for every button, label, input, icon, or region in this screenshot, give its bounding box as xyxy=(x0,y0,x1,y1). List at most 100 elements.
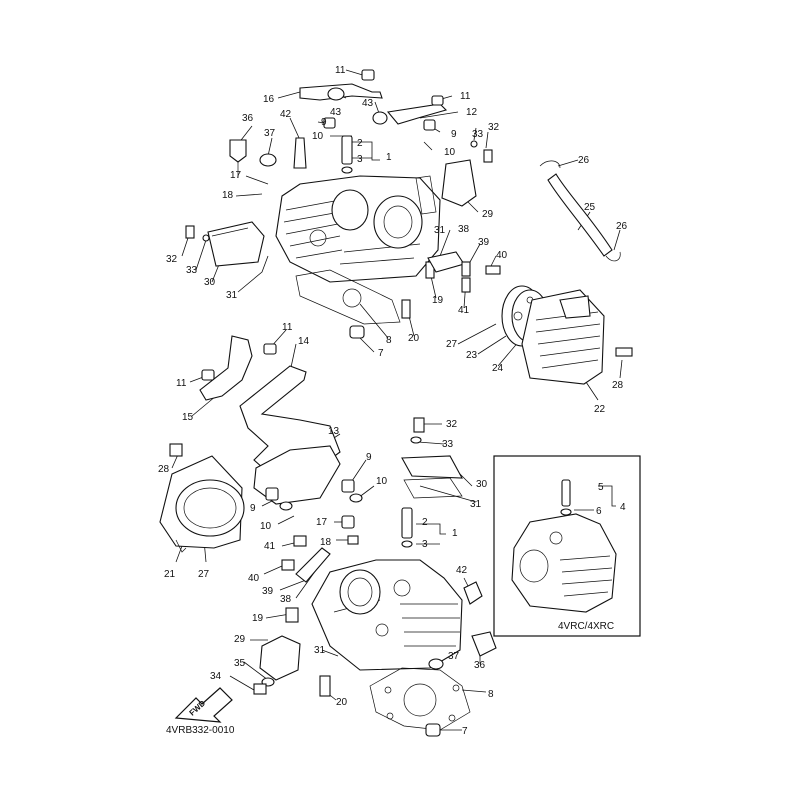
callout-5: 5 xyxy=(598,482,604,493)
cylinder-head-lower xyxy=(311,559,463,671)
gasket-31-lower xyxy=(403,477,463,499)
stud-20-lower xyxy=(319,675,331,697)
callout-11c: 11 xyxy=(282,322,293,333)
callout-38b: 38 xyxy=(280,594,292,605)
bolt-41-upper xyxy=(461,277,471,293)
nut-17-lower xyxy=(341,515,355,529)
callout-37b: 37 xyxy=(448,651,460,662)
nut-11-right xyxy=(431,95,444,106)
callout-21: 21 xyxy=(164,569,176,580)
callout-40a: 40 xyxy=(496,250,508,261)
washer-10-lower-a xyxy=(349,493,363,503)
callout-28b: 28 xyxy=(158,464,170,475)
callout-4: 4 xyxy=(620,502,626,513)
stud-20-upper xyxy=(401,299,411,319)
grommet-43-a xyxy=(327,87,345,101)
callout-20a: 20 xyxy=(408,333,420,344)
valve-guide-2-lower xyxy=(401,507,413,539)
callout-3b: 3 xyxy=(422,539,428,550)
callout-43a: 43 xyxy=(330,107,342,118)
callout-26b: 26 xyxy=(616,221,628,232)
callout-30a: 30 xyxy=(204,277,216,288)
callout-31c: 31 xyxy=(470,499,482,510)
bolt-39-upper xyxy=(461,261,471,277)
callout-9d: 9 xyxy=(250,503,256,514)
callout-7b: 7 xyxy=(462,726,468,737)
dowel-7-upper xyxy=(349,325,365,339)
callout-32c: 32 xyxy=(446,419,458,430)
washer-33-upper-left xyxy=(202,234,210,242)
inset-cylinder-head xyxy=(511,513,617,613)
callout-17b: 17 xyxy=(316,517,328,528)
callout-12: 12 xyxy=(466,107,478,118)
spark-plug-42-upper xyxy=(293,137,307,169)
callout-19a: 19 xyxy=(432,295,444,306)
bolt-40-lower xyxy=(281,559,295,571)
valve-guide-2-upper xyxy=(341,135,353,165)
callout-19b: 19 xyxy=(252,613,264,624)
bolt-36-upper xyxy=(229,139,247,163)
nut-11-lower-b xyxy=(201,369,215,381)
nut-9-b xyxy=(423,119,436,131)
callout-10d: 10 xyxy=(260,521,272,532)
callout-10a: 10 xyxy=(312,131,324,142)
inset-4vrc-4xrc xyxy=(493,455,641,637)
upper-cylinder-head-assembly xyxy=(185,69,633,385)
callout-14: 14 xyxy=(298,336,310,347)
callout-38a: 38 xyxy=(458,224,470,235)
inset-valve-guide-5 xyxy=(561,479,571,507)
callout-7a: 7 xyxy=(378,348,384,359)
bolt-36-lower xyxy=(471,631,497,657)
callout-27a: 27 xyxy=(446,339,458,350)
spark-plug-42-lower xyxy=(463,581,483,605)
dowel-7-lower xyxy=(425,723,441,737)
callout-22: 22 xyxy=(594,404,606,415)
nut-9-lower-a xyxy=(341,479,355,493)
washer-18-lower xyxy=(347,535,359,545)
cover-29-lower xyxy=(259,635,301,681)
callout-2a: 2 xyxy=(357,138,363,149)
callout-30b: 30 xyxy=(476,479,488,490)
clip-26-bottom xyxy=(605,251,621,262)
callout-41a: 41 xyxy=(458,305,470,316)
nut-11-lower-a xyxy=(263,343,277,355)
callout-17a: 17 xyxy=(230,170,242,181)
bolt-32-upper-right xyxy=(483,149,493,163)
callout-43b: 43 xyxy=(362,98,374,109)
callout-33a: 33 xyxy=(472,129,484,140)
gasket-27-lower xyxy=(175,479,245,537)
grommet-43-b xyxy=(372,111,388,125)
callout-27b: 27 xyxy=(198,569,210,580)
callout-39a: 39 xyxy=(478,237,490,248)
bracket-15 xyxy=(199,335,253,401)
callout-3a: 3 xyxy=(357,154,363,165)
bolt-28-upper xyxy=(615,347,633,357)
callout-26a: 26 xyxy=(578,155,590,166)
gasket-37-lower xyxy=(428,658,444,670)
callout-10b: 10 xyxy=(444,147,456,158)
gasket-31-upper xyxy=(415,175,437,215)
nut-9-a xyxy=(323,117,336,129)
callout-25: 25 xyxy=(584,202,596,213)
inset-label: 4VRC/4XRC xyxy=(558,621,614,632)
bolt-40-upper xyxy=(485,265,501,275)
bolt-32-upper-left xyxy=(185,225,195,239)
cover-30-upper xyxy=(207,221,265,267)
fwd-arrow-icon: FWD xyxy=(174,687,233,723)
callout-42a: 42 xyxy=(280,109,292,120)
bolt-19-lower xyxy=(285,607,299,623)
washer-33-lower xyxy=(410,436,422,444)
callout-36a: 36 xyxy=(242,113,254,124)
callout-29b: 29 xyxy=(234,634,246,645)
callout-1b: 1 xyxy=(452,528,458,539)
callout-9a: 9 xyxy=(321,117,327,128)
cover-30-lower xyxy=(401,455,463,479)
inset-frame xyxy=(493,455,641,637)
callout-31b: 31 xyxy=(226,290,238,301)
head-gasket-8-lower xyxy=(369,667,471,731)
callout-8b: 8 xyxy=(488,689,494,700)
bolt-41-lower xyxy=(293,535,307,547)
